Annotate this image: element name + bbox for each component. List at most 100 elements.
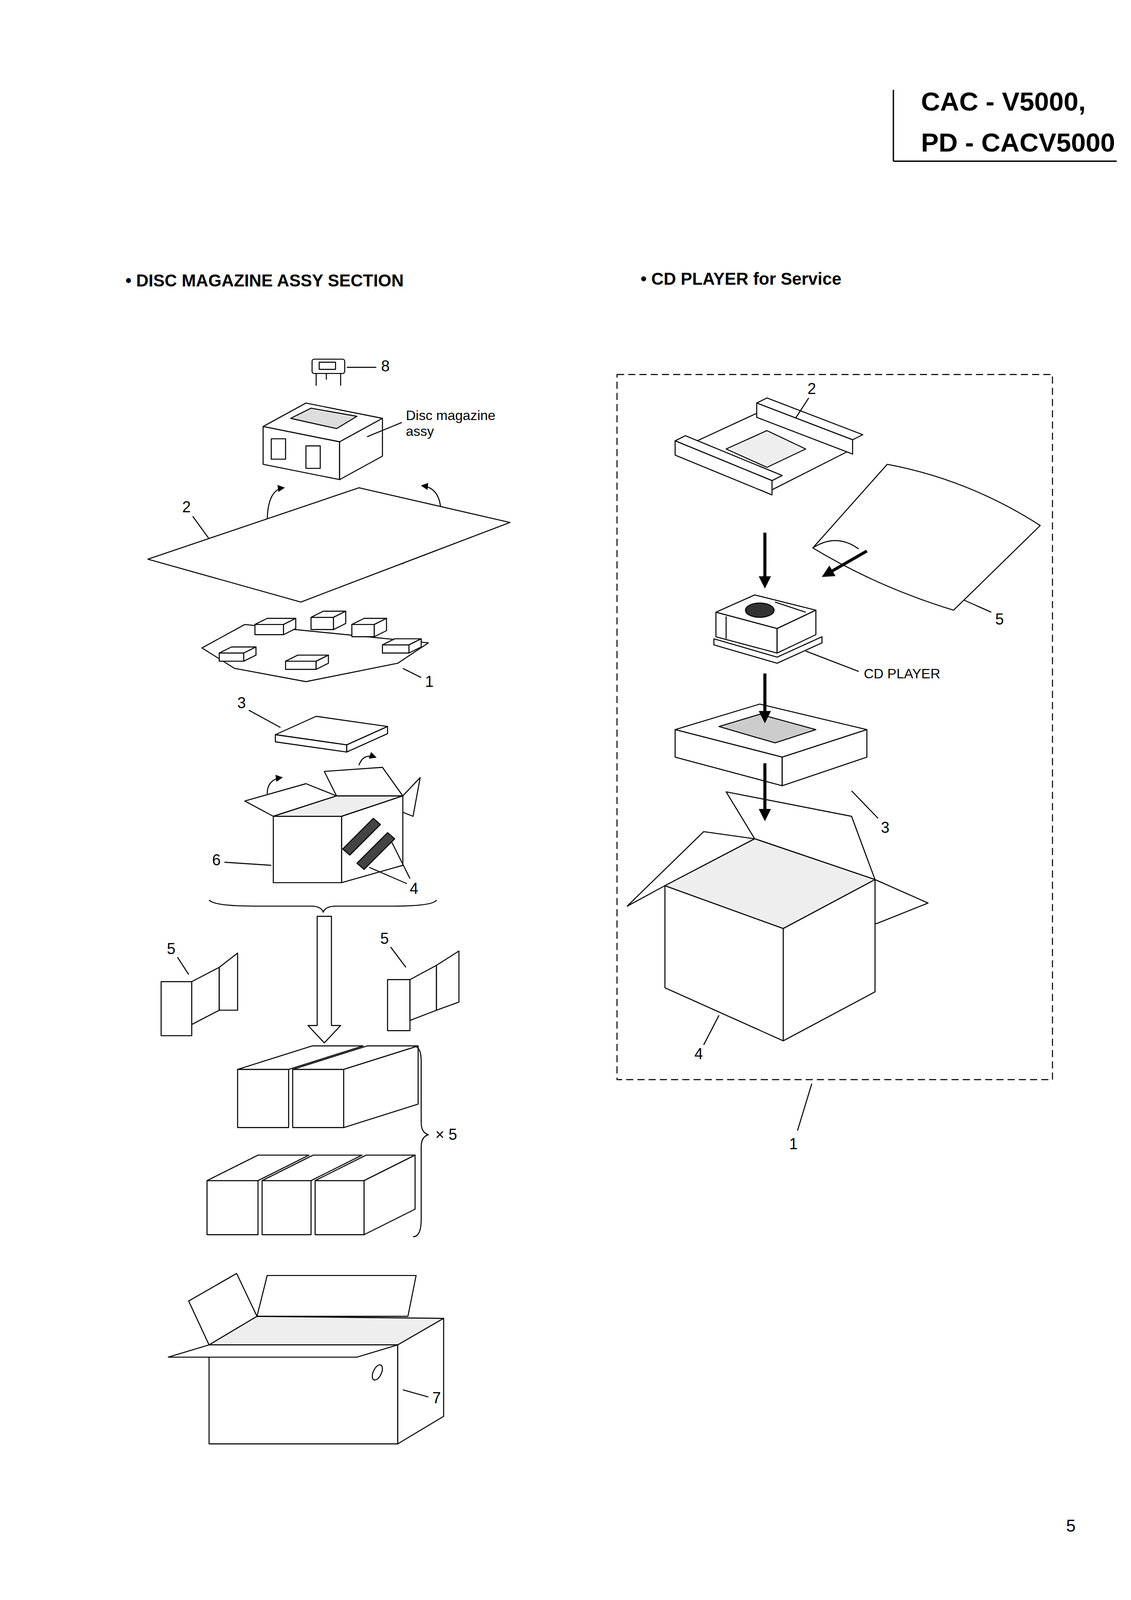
top-pad (795, 397, 809, 419)
inner-carton (224, 862, 272, 866)
callout-number: 2 (807, 379, 817, 398)
top-pad (675, 397, 863, 495)
part-name: Disc magazine assy (405, 407, 509, 440)
carton-stack (343, 1045, 418, 1128)
callout-number: 1 (425, 672, 434, 691)
packing-sheet (147, 487, 510, 603)
top-pad (675, 440, 773, 496)
callout-number: 6 (212, 851, 221, 869)
master-carton (168, 1273, 444, 1444)
poly-bag (812, 540, 859, 549)
callout-number: 4 (409, 879, 419, 898)
tray-part (201, 611, 429, 682)
poly-bag (963, 600, 992, 613)
disc-magazine (290, 408, 357, 429)
service-carton (664, 885, 784, 1041)
cover-board (346, 726, 388, 753)
inner-carton (267, 777, 282, 794)
callout-number: 8 (381, 357, 390, 375)
cover-board (248, 710, 388, 753)
disc-magazine (306, 445, 321, 469)
side-pad (387, 979, 411, 1031)
group-bracket (209, 899, 437, 913)
master-carton (256, 1275, 417, 1317)
tray-part (333, 611, 346, 630)
packing-sheet (192, 515, 210, 539)
service-carton (703, 1014, 720, 1045)
carton-stack (292, 1069, 344, 1128)
tray-part (219, 652, 244, 662)
disc-magazine (339, 418, 383, 480)
top-pad (756, 402, 853, 455)
section-heading: • DISC MAGAZINE ASSY SECTION (125, 270, 404, 291)
side-pad (161, 981, 193, 1036)
carton-stack (206, 1045, 429, 1237)
callout-number: 3 (880, 818, 890, 837)
inner-carton (324, 767, 403, 796)
part-name: CD PLAYER (863, 665, 941, 682)
clip-part (311, 358, 345, 374)
service-kit-frame (797, 1083, 812, 1131)
tray-part (283, 618, 296, 635)
master-carton (370, 1363, 385, 1382)
side-pad (161, 946, 460, 1036)
cover-board (275, 734, 347, 753)
inner-carton (341, 795, 403, 883)
assembly-arrows (763, 763, 767, 817)
disc-magazine (367, 422, 402, 437)
cover-board (248, 710, 281, 728)
inner-carton (273, 816, 342, 883)
cd-mechanism (805, 650, 859, 672)
callout-number: 1 (789, 1134, 798, 1153)
side-pad (177, 956, 189, 975)
tray-part (243, 646, 257, 661)
tray-part (311, 617, 334, 630)
cd-mechanism (715, 612, 777, 653)
tray-part (201, 624, 429, 682)
callout-number: 5 (166, 939, 176, 958)
callout-number: 3 (237, 693, 246, 712)
carton-stack (364, 1154, 415, 1235)
clip-part (315, 373, 317, 386)
carton-stack (314, 1180, 365, 1235)
poly-bag (812, 464, 1041, 613)
clip-part (325, 373, 327, 380)
section-heading: • CD PLAYER for Service (640, 268, 842, 289)
hollow-arrow (308, 915, 341, 1043)
side-pad (191, 967, 220, 1025)
inner-carton (358, 755, 376, 766)
clip-part (311, 358, 377, 386)
carton-stack (237, 1069, 289, 1128)
tray-part (254, 624, 284, 635)
inner-carton (224, 755, 421, 884)
assembly-arrows (763, 532, 767, 584)
header-rule (892, 89, 895, 161)
service-carton (783, 879, 875, 1041)
master-carton (397, 1317, 444, 1444)
master-carton (168, 1344, 398, 1357)
side-pad (436, 950, 460, 1011)
assembly-arrows (763, 673, 767, 719)
tray-part (316, 655, 329, 670)
assembly-arrows (764, 532, 867, 817)
tray-part (285, 661, 317, 670)
page-number: 5 (1066, 1515, 1076, 1536)
hollow-arrow (308, 915, 341, 1043)
callout-number: 5 (380, 929, 389, 948)
disc-magazine (271, 438, 286, 460)
callout-number: 5 (995, 610, 1004, 628)
cd-mechanism (714, 594, 859, 672)
cd-mechanism (745, 603, 775, 618)
clip-part (340, 373, 342, 386)
bottom-pad (719, 714, 817, 743)
inner-carton (391, 841, 411, 879)
master-carton (209, 1344, 398, 1444)
side-pad (390, 946, 406, 968)
model-title: CAC - V5000, PD - CACV5000 (921, 81, 1123, 164)
side-pad (219, 953, 238, 1011)
tray-part (382, 644, 409, 653)
service-carton (627, 791, 929, 1045)
carton-stack (206, 1180, 258, 1235)
